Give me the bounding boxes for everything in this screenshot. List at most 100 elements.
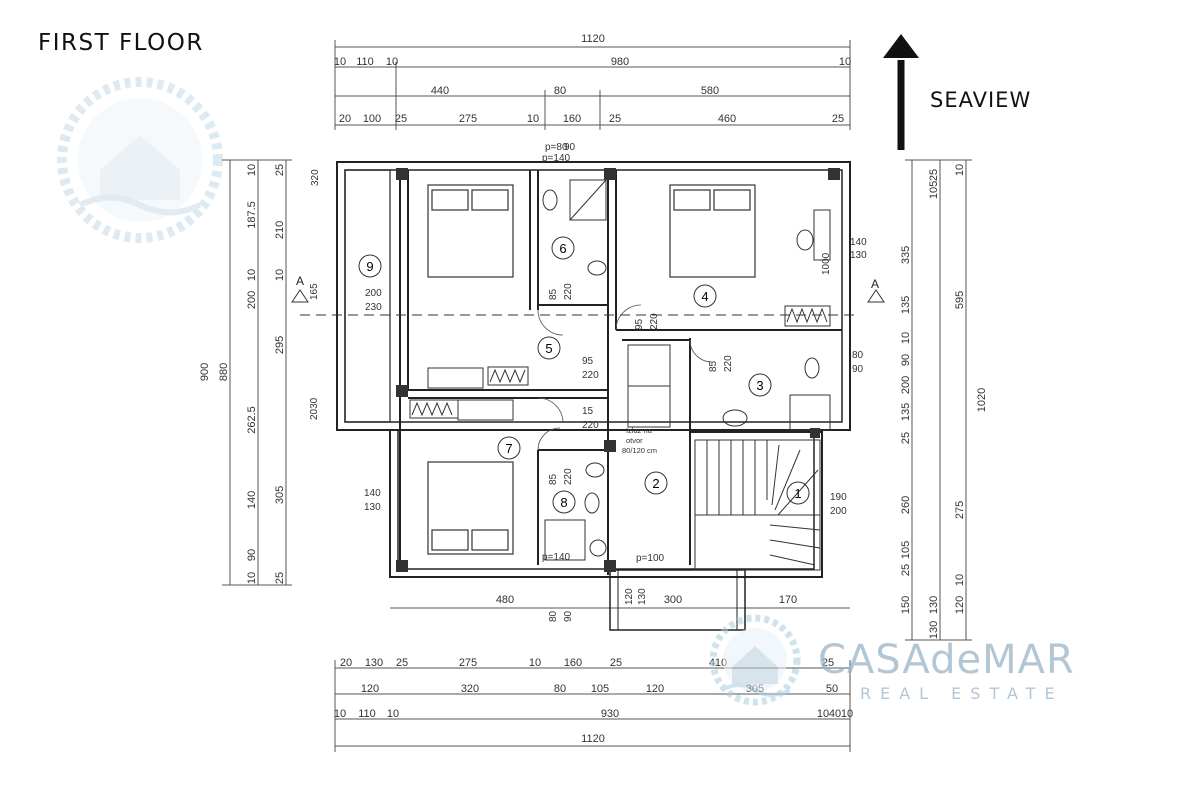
- top-dimension-labels: 1120 10 110 10 980 10 440 80 580 20 100 …: [334, 33, 851, 125]
- svg-text:140: 140: [364, 488, 381, 499]
- svg-text:140: 140: [850, 237, 867, 248]
- svg-text:160: 160: [564, 657, 582, 669]
- room-number-6: 6: [559, 241, 566, 256]
- svg-text:980: 980: [611, 56, 629, 68]
- svg-text:200: 200: [830, 506, 847, 517]
- svg-text:930: 930: [601, 708, 619, 720]
- svg-text:220: 220: [723, 355, 734, 372]
- svg-text:410: 410: [709, 657, 727, 669]
- room-number-9: 9: [366, 259, 373, 274]
- svg-text:440: 440: [431, 85, 449, 97]
- svg-text:10: 10: [246, 164, 258, 176]
- room-number-7: 7: [505, 441, 512, 456]
- svg-text:460: 460: [718, 113, 736, 125]
- svg-text:10: 10: [954, 164, 966, 176]
- brand-logo: CASAdeMAR REAL ESTATE: [818, 636, 1075, 703]
- svg-text:1020: 1020: [976, 388, 988, 412]
- svg-text:220: 220: [563, 468, 574, 485]
- svg-text:187.5: 187.5: [246, 201, 258, 229]
- svg-text:210: 210: [274, 221, 286, 239]
- svg-text:25: 25: [609, 113, 621, 125]
- svg-text:10: 10: [334, 708, 346, 720]
- svg-text:170: 170: [779, 594, 797, 606]
- svg-text:275: 275: [459, 657, 477, 669]
- svg-text:305: 305: [274, 486, 286, 504]
- room-number-1: 1: [794, 486, 801, 501]
- svg-text:160: 160: [563, 113, 581, 125]
- stair-note-line1: Izlaz na: [626, 426, 653, 435]
- svg-text:100: 100: [363, 113, 381, 125]
- svg-text:90: 90: [852, 364, 864, 375]
- svg-text:90: 90: [246, 549, 258, 561]
- svg-text:15: 15: [582, 406, 594, 417]
- svg-text:25: 25: [395, 113, 407, 125]
- svg-text:10: 10: [529, 657, 541, 669]
- room-markers: 1 2 3 4 5 6 7 8 9: [358, 236, 810, 514]
- svg-text:25: 25: [900, 564, 912, 576]
- svg-text:50: 50: [826, 683, 838, 695]
- room-number-5: 5: [545, 341, 552, 356]
- svg-text:10: 10: [841, 708, 853, 720]
- bathroom-fixture-icons: [542, 179, 831, 561]
- svg-text:130: 130: [364, 502, 381, 513]
- svg-text:20: 20: [340, 657, 352, 669]
- inner-dimension-labels: p=80 90 p=140 320 200 230 85 220 95 220 …: [309, 142, 867, 622]
- north-arrow-icon: [883, 34, 919, 150]
- svg-text:10: 10: [334, 56, 346, 68]
- svg-text:190: 190: [830, 492, 847, 503]
- svg-text:95: 95: [582, 356, 594, 367]
- room-number-2: 2: [652, 476, 659, 491]
- svg-text:120: 120: [954, 596, 966, 614]
- svg-text:135: 135: [900, 296, 912, 314]
- svg-text:80: 80: [554, 85, 566, 97]
- brand-subtitle: REAL ESTATE: [860, 684, 1064, 703]
- svg-text:110: 110: [358, 708, 376, 720]
- door-swing-icons: [537, 304, 713, 451]
- outer-walls: [336, 161, 851, 631]
- svg-text:25: 25: [274, 572, 286, 584]
- svg-text:220: 220: [582, 420, 599, 431]
- svg-text:320: 320: [310, 169, 321, 186]
- wall-columns: [396, 168, 840, 572]
- svg-text:295: 295: [274, 336, 286, 354]
- section-marker-right: A: [871, 277, 879, 291]
- svg-text:260: 260: [900, 496, 912, 514]
- svg-text:80: 80: [852, 350, 864, 361]
- svg-text:220: 220: [649, 313, 660, 330]
- svg-text:120: 120: [646, 683, 664, 695]
- svg-text:320: 320: [461, 683, 479, 695]
- svg-text:110: 110: [356, 56, 374, 68]
- svg-text:1000: 1000: [821, 252, 832, 275]
- svg-text:1120: 1120: [581, 33, 605, 45]
- svg-text:220: 220: [563, 283, 574, 300]
- room-number-4: 4: [701, 289, 708, 304]
- svg-text:105: 105: [928, 181, 940, 199]
- svg-text:130: 130: [928, 621, 940, 639]
- svg-text:595: 595: [954, 291, 966, 309]
- svg-text:2030: 2030: [309, 397, 320, 420]
- svg-text:25: 25: [822, 657, 834, 669]
- brand-logo-icon: [709, 614, 801, 706]
- section-line: [291, 289, 885, 316]
- svg-text:200: 200: [246, 291, 258, 309]
- svg-text:85: 85: [708, 360, 719, 372]
- svg-text:10: 10: [274, 269, 286, 281]
- svg-text:165: 165: [309, 283, 320, 300]
- left-dimension-labels: 900 880 10 187.5 10 200 262.5 90 10 25 2…: [199, 164, 286, 584]
- watermark-logo-icon: [57, 77, 223, 243]
- brand-name: CASAdeMAR: [818, 637, 1075, 683]
- svg-text:80: 80: [554, 683, 566, 695]
- stair-note-line3: 80/120 cm: [622, 446, 657, 455]
- svg-text:85: 85: [548, 288, 559, 300]
- svg-text:1120: 1120: [581, 733, 605, 745]
- seaview-label: SEAVIEW: [930, 88, 1032, 112]
- section-marker-left: A: [296, 274, 304, 288]
- bed-icons: [427, 184, 756, 555]
- svg-text:480: 480: [496, 594, 514, 606]
- svg-text:335: 335: [900, 246, 912, 264]
- svg-text:25: 25: [832, 113, 844, 125]
- svg-text:95: 95: [634, 318, 645, 330]
- svg-text:120: 120: [624, 588, 635, 605]
- svg-text:10: 10: [817, 708, 829, 720]
- interior-walls: [399, 170, 842, 575]
